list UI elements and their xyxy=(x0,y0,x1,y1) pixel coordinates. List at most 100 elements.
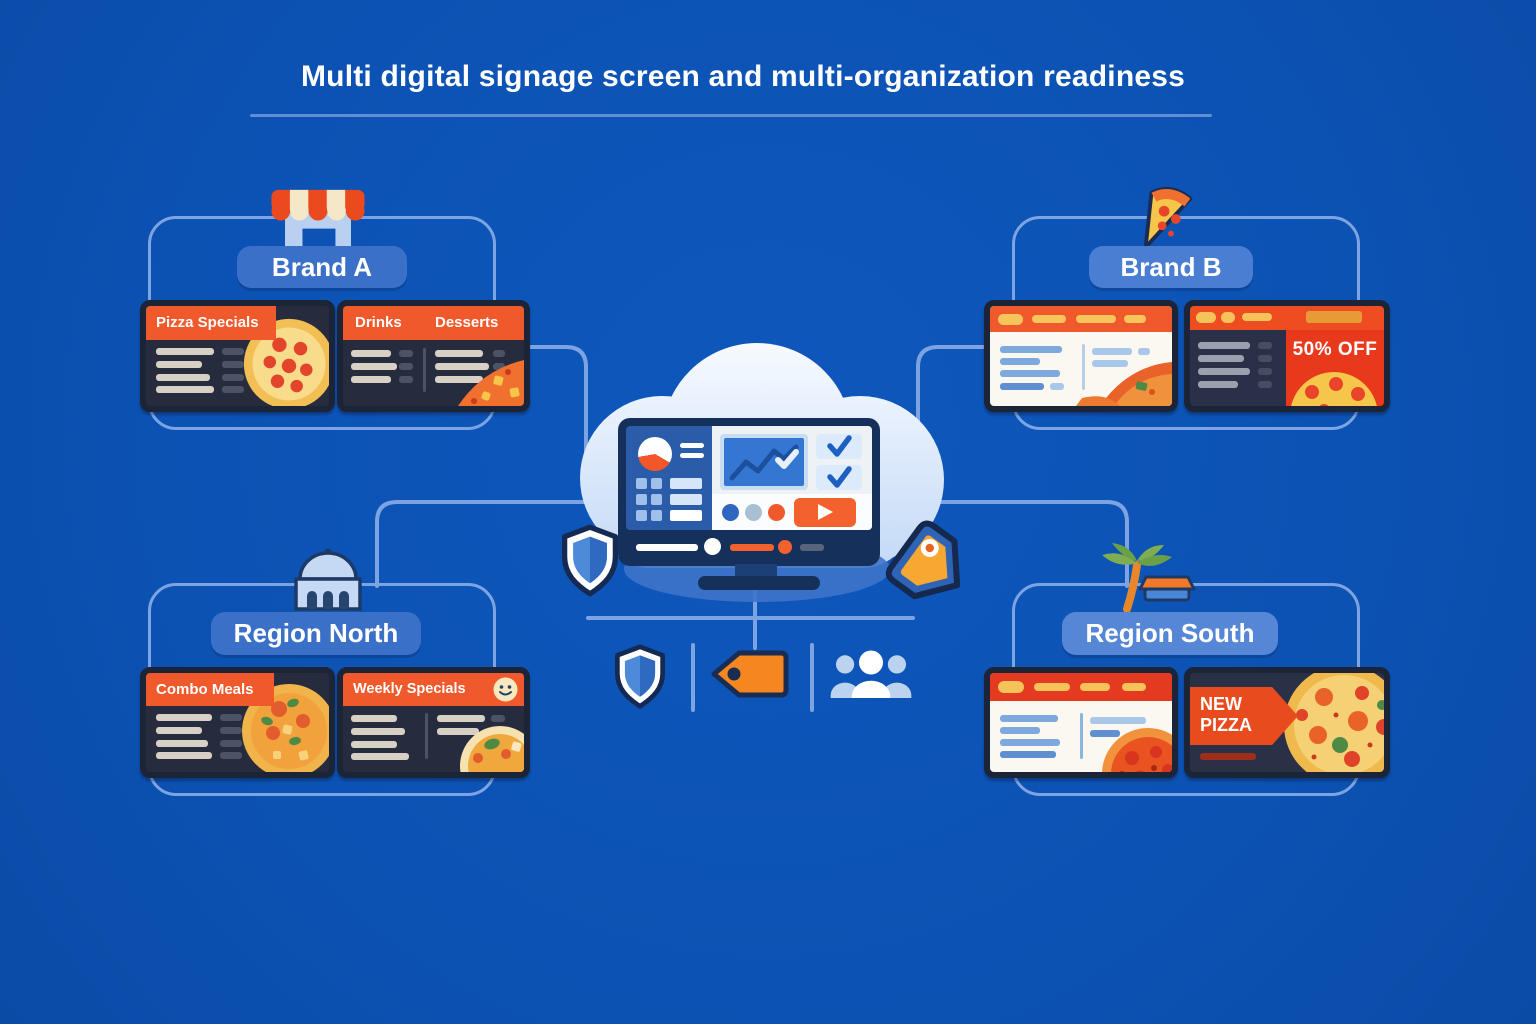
users-icon xyxy=(830,650,912,698)
progress-bar-gray xyxy=(800,544,824,551)
menu-line xyxy=(222,361,244,368)
pizza-illustration xyxy=(1284,673,1384,772)
screen-title: Drinks xyxy=(355,314,402,331)
checkbox-item[interactable] xyxy=(816,465,862,490)
menu-line xyxy=(220,740,242,747)
screen-header xyxy=(1190,306,1384,330)
label-text: Region North xyxy=(233,618,399,648)
screen-header: Pizza Specials xyxy=(146,306,276,340)
grid-cell xyxy=(651,478,662,489)
grid-bar xyxy=(670,478,702,489)
play-icon xyxy=(818,504,833,520)
smiley-icon xyxy=(493,677,518,702)
progress-bar-orange[interactable] xyxy=(730,544,774,551)
media-dot-gray[interactable] xyxy=(745,504,762,521)
text-line xyxy=(1000,370,1060,377)
media-dot-orange[interactable] xyxy=(768,504,785,521)
progress-knob-white[interactable] xyxy=(704,538,721,555)
menu-line xyxy=(220,727,242,734)
header-banner xyxy=(1306,311,1362,323)
play-button[interactable] xyxy=(794,498,856,527)
header-link xyxy=(1080,683,1110,691)
text-line xyxy=(1092,360,1128,367)
grid-cell xyxy=(636,494,647,505)
sidebar-line xyxy=(680,443,704,448)
menu-line xyxy=(222,386,244,393)
menu-line xyxy=(1198,381,1238,388)
grid-cell xyxy=(636,478,647,489)
screen-header: Combo Meals xyxy=(146,673,274,706)
palm-tree-icon xyxy=(1102,543,1196,613)
media-dot-blue[interactable] xyxy=(722,504,739,521)
column-divider xyxy=(1080,713,1083,759)
progress-bar-white[interactable] xyxy=(636,544,698,551)
title-underline xyxy=(250,114,1212,117)
menu-line xyxy=(1198,342,1250,349)
text-line xyxy=(1000,346,1062,353)
screen-title: Desserts xyxy=(435,314,499,331)
dashboard-main xyxy=(712,426,872,530)
screen-title: Combo Meals xyxy=(156,681,254,698)
menu-line xyxy=(351,363,397,370)
text-line xyxy=(1000,715,1058,722)
pizza-illustration xyxy=(460,726,524,772)
menu-line xyxy=(1198,368,1250,375)
text-line xyxy=(1000,739,1060,746)
menu-line xyxy=(351,741,397,748)
text-line xyxy=(1000,383,1044,390)
menu-line xyxy=(435,350,483,357)
pizza-slice-icon xyxy=(1143,187,1193,250)
signage-screen-menu-page xyxy=(984,667,1178,778)
screen-header: Drinks Desserts xyxy=(343,306,524,340)
screen-header xyxy=(990,673,1172,701)
grid-bar xyxy=(670,510,702,521)
pizza-slice-corner xyxy=(458,360,524,406)
checkbox-item[interactable] xyxy=(816,434,862,459)
price-tag-icon xyxy=(711,650,789,698)
menu-line xyxy=(1198,355,1244,362)
header-pill xyxy=(1221,312,1235,323)
menu-line xyxy=(351,753,409,760)
accent-line xyxy=(1200,753,1256,760)
new-pizza-banner: NEW PIZZA xyxy=(1190,687,1298,745)
menu-line xyxy=(156,348,214,355)
column-divider xyxy=(425,713,428,759)
column-divider xyxy=(1082,344,1085,390)
text-line xyxy=(1000,727,1040,734)
header-link xyxy=(1242,313,1272,321)
screen-header: Weekly Specials xyxy=(343,673,524,706)
label-region-south: Region South xyxy=(1062,612,1278,655)
header-link xyxy=(1032,315,1066,323)
menu-line xyxy=(1258,355,1272,362)
menu-line xyxy=(399,363,413,370)
deal-panel: 50% OFF xyxy=(1286,330,1384,406)
shield-icon xyxy=(615,644,665,709)
text-line xyxy=(1050,383,1064,390)
government-building-icon xyxy=(294,548,362,611)
menu-line xyxy=(222,374,244,381)
veggie-pizza-illustration xyxy=(242,684,329,772)
pizza-illustration xyxy=(1291,372,1377,406)
label-text: Brand A xyxy=(271,252,373,282)
menu-line xyxy=(399,350,413,357)
text-line xyxy=(1000,358,1040,365)
menu-line xyxy=(156,752,212,759)
pizza-slices-illustration xyxy=(1076,362,1172,406)
progress-knob-orange[interactable] xyxy=(778,540,792,554)
header-pill xyxy=(998,314,1023,325)
page-title: Multi digital signage screen and multi-o… xyxy=(300,60,1186,93)
menu-line xyxy=(351,715,397,722)
menu-line xyxy=(222,348,244,355)
badge-line: NEW xyxy=(1200,694,1242,714)
text-line xyxy=(1000,751,1056,758)
menu-line xyxy=(399,376,413,383)
label-brand-b: Brand B xyxy=(1089,246,1253,288)
menu-line xyxy=(156,386,214,393)
monitor-screen xyxy=(626,426,872,530)
menu-line xyxy=(220,714,242,721)
label-text: Region South xyxy=(1085,618,1255,648)
menu-line xyxy=(156,740,208,747)
menu-line xyxy=(156,714,212,721)
menu-line xyxy=(1258,368,1272,375)
